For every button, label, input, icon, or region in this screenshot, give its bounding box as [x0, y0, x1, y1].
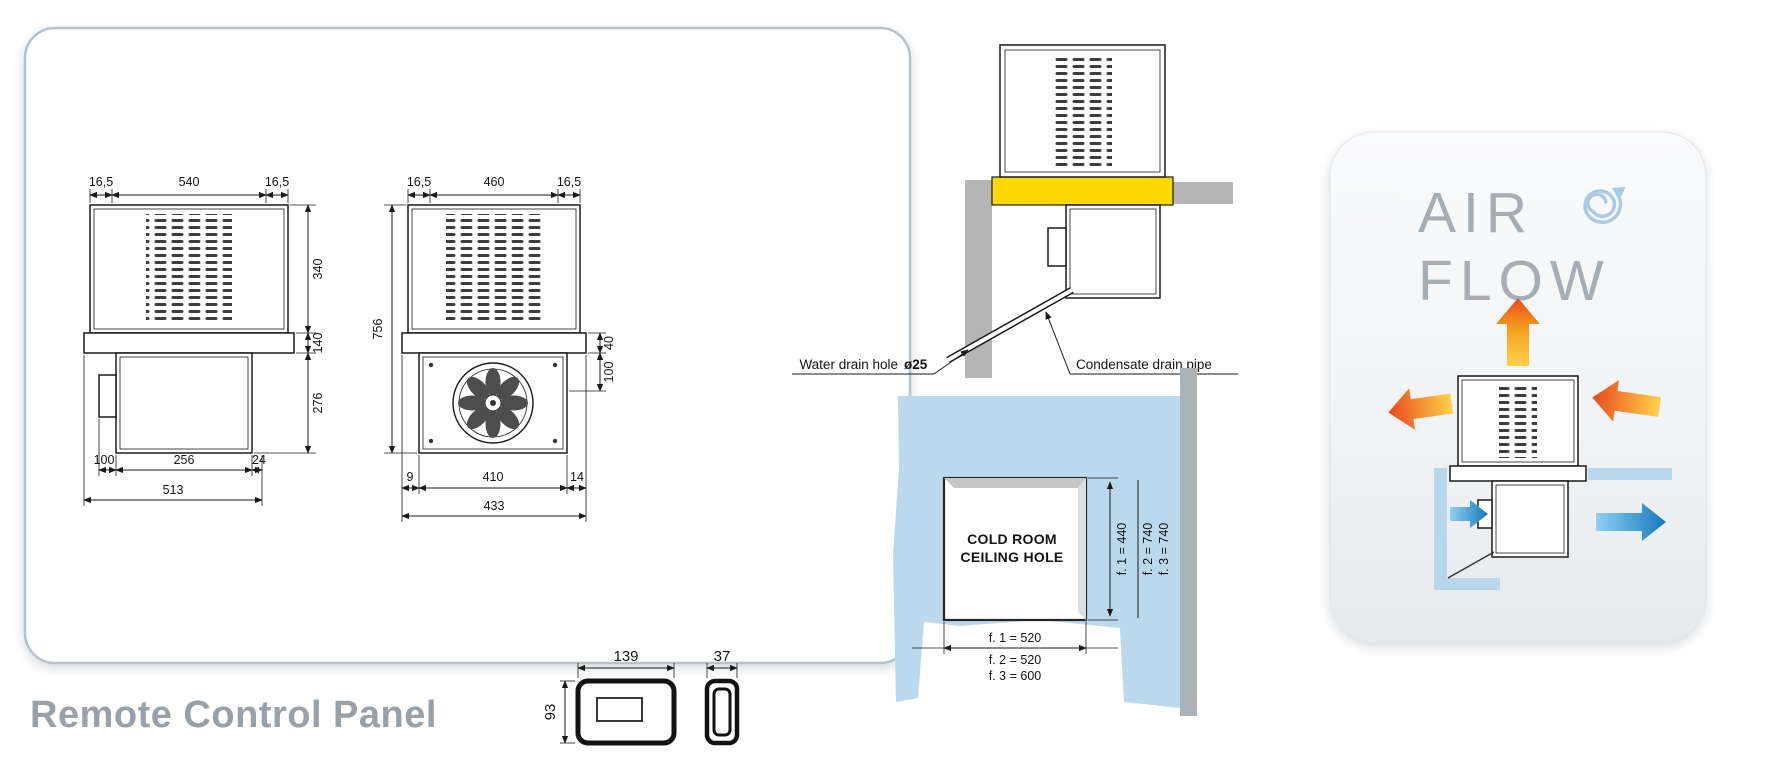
- front-louver-grille: [146, 214, 232, 324]
- remote-side-slot: [712, 687, 732, 737]
- section-control-box: [1047, 227, 1067, 267]
- dim-label: 460: [484, 175, 505, 189]
- mini-flange: [1449, 465, 1587, 482]
- mini-wall: [1434, 468, 1447, 590]
- dim-label: 140: [311, 333, 325, 354]
- hole-side-dim: f. 2 = 740: [1141, 523, 1155, 576]
- hole-bottom-dim: f. 1 = 520: [989, 631, 1042, 645]
- dim-label: 9: [407, 470, 414, 484]
- hole-depth-right: [1078, 478, 1086, 620]
- dim-label: 100: [602, 362, 616, 383]
- remote-display: [596, 697, 643, 722]
- front-flange: [83, 332, 295, 354]
- hole-bottom-dim: f. 2 = 520: [989, 653, 1042, 667]
- front-lower-box-inner: [119, 356, 249, 450]
- front-lower-box: [115, 352, 253, 454]
- ceiling-hole-section: COLD ROOM CEILING HOLE f. 1 = 440 f. 2 =…: [893, 368, 1197, 716]
- water-drain-label: Water drain hole: [799, 357, 898, 372]
- front-view: 16,5 540 16,5 340 140 276 100 256 24 513: [83, 175, 325, 506]
- dim-label: 40: [602, 336, 616, 350]
- section-housing-inner: [1004, 49, 1161, 173]
- dim-label: 16,5: [89, 175, 113, 189]
- hole-title-line2: CEILING HOLE: [960, 549, 1063, 565]
- dim-label: 410: [483, 470, 504, 484]
- hole-bottom-dim: f. 3 = 600: [989, 669, 1042, 683]
- fan-grille: [428, 362, 558, 444]
- dim-label: 14: [570, 470, 584, 484]
- dim-label: 340: [311, 259, 325, 280]
- mini-drain-pipe: [1447, 551, 1495, 579]
- hole-title-line1: COLD ROOM: [967, 531, 1057, 547]
- mini-housing-inner: [1461, 379, 1575, 463]
- mini-wall-foot: [1434, 578, 1500, 590]
- dim-label: 100: [94, 453, 115, 467]
- dim-label: 16,5: [407, 175, 431, 189]
- gasket-frame: [991, 176, 1174, 206]
- remote-title: Remote Control Panel: [30, 694, 437, 736]
- mini-ceiling: [1588, 468, 1672, 480]
- mini-louver-grille: [1499, 384, 1537, 458]
- ceiling-section: [1173, 182, 1233, 204]
- front-housing-inner: [93, 208, 285, 330]
- dim-label: 16,5: [557, 175, 581, 189]
- airflow-title-air: AIR: [1418, 181, 1534, 245]
- condensate-label: Condensate drain pipe: [1076, 357, 1212, 372]
- mini-lower-box-inner: [1495, 484, 1565, 554]
- front-dim-lines: [83, 189, 316, 506]
- remote-depth-dim: 37: [714, 648, 731, 665]
- air-right-arrow: [1592, 380, 1662, 422]
- section-lower-box-inner: [1069, 208, 1157, 295]
- airflow-title-flow: FLOW: [1418, 249, 1611, 313]
- remote-height-dim: 93: [542, 704, 559, 721]
- dimension-panel: 16,5 540 16,5 340 140 276 100 256 24 513: [23, 26, 912, 665]
- callout-lines: [792, 311, 1238, 375]
- drain-pipe: [946, 286, 1074, 364]
- remote-control-section: Remote Control Panel 139 37 93: [30, 648, 740, 746]
- swirl-icon: [1583, 186, 1626, 225]
- mini-lower-box: [1491, 480, 1569, 558]
- dim-label: 256: [174, 453, 195, 467]
- side-louver-grille: [446, 214, 542, 324]
- cold-air-out-arrow: [1596, 503, 1666, 541]
- side-housing-inner: [411, 208, 577, 330]
- front-control-box: [98, 374, 117, 418]
- hole-dim-lines: [912, 477, 1139, 654]
- dim-label: 16,5: [265, 175, 289, 189]
- side-dim-lines: [384, 189, 606, 522]
- hole-side-dim: f. 1 = 440: [1115, 523, 1129, 576]
- side-lower-box-inner: [422, 356, 564, 450]
- section-louver-grille: [1052, 57, 1112, 169]
- hole-depth-top: [944, 478, 1086, 488]
- side-flange: [401, 332, 587, 354]
- installation-section: Water drain hole ø25 Condensate drain pi…: [792, 44, 1238, 378]
- side-view: 16,5 460 16,5 756 40 100 9 410 14 433: [371, 175, 616, 522]
- slab-edge: [1180, 368, 1197, 716]
- air-up-arrow: [1496, 298, 1540, 366]
- dim-label: 540: [179, 175, 200, 189]
- air-left-arrow: [1388, 388, 1454, 430]
- ceiling-hole: [942, 476, 1088, 622]
- dim-label: 756: [371, 319, 385, 340]
- hole-side-dim: f. 3 = 740: [1157, 523, 1171, 576]
- section-lower-box: [1065, 204, 1161, 299]
- airflow-panel: AIR FLOW: [1329, 131, 1707, 643]
- dim-label: 433: [484, 499, 505, 513]
- dim-label: 24: [252, 453, 266, 467]
- cold-air-in-arrow: [1450, 500, 1488, 528]
- remote-dim-lines: [560, 663, 738, 744]
- remote-width-dim: 139: [613, 648, 638, 665]
- water-drain-diameter: ø25: [904, 357, 928, 372]
- dim-label: 513: [163, 483, 184, 497]
- dim-label: 276: [311, 393, 325, 414]
